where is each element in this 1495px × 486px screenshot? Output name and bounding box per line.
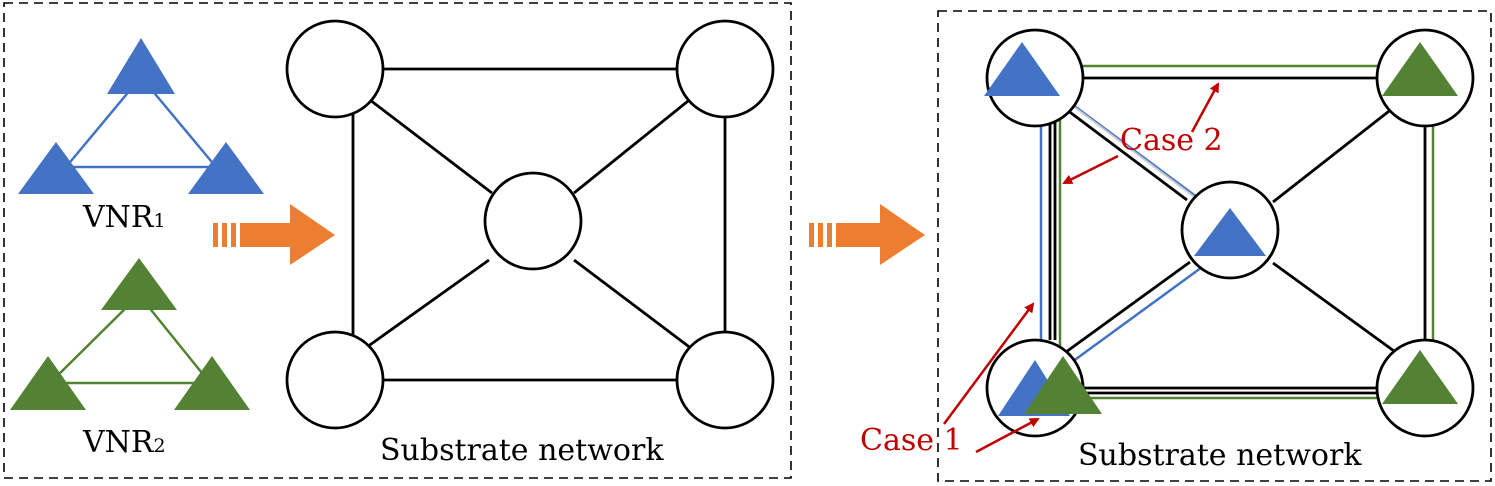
vnr2-node-triangle — [1382, 350, 1458, 404]
vnr2-node-triangle — [174, 356, 250, 410]
substrate-node — [483, 171, 583, 271]
case-arrows — [942, 82, 1220, 454]
vnr2-node-triangle — [1382, 42, 1458, 96]
substrate-node — [675, 19, 775, 119]
orange-mapping-arrow — [213, 204, 335, 265]
right-substrate-network — [1048, 76, 1427, 395]
vnr2-node-triangle — [101, 258, 177, 310]
vnr1-node-triangle — [984, 42, 1060, 96]
vnr1-graph — [18, 38, 264, 194]
case1-label: Case 1 — [860, 423, 963, 458]
vnr2-label: VNR2 — [82, 425, 166, 460]
vnr1-node-triangle — [1194, 208, 1266, 256]
vnr2-graph — [10, 258, 250, 410]
left-substrate-label: Substrate network — [380, 433, 664, 468]
substrate-node — [285, 19, 385, 119]
substrate-node — [675, 330, 775, 430]
left-substrate-nodes — [285, 19, 775, 430]
right-panel-border — [937, 10, 1492, 482]
left-substrate-network — [351, 67, 727, 382]
right-substrate-label: Substrate network — [1078, 438, 1362, 473]
vnr1-label: VNR1 — [82, 200, 166, 235]
substrate-node — [285, 330, 385, 430]
orange-mapping-arrow — [809, 204, 925, 265]
vnr1-node-triangle — [18, 142, 94, 194]
vnr2-node-triangle — [10, 356, 86, 410]
vnr1-node-triangle — [188, 142, 264, 194]
vnr2-node-triangle — [1024, 356, 1102, 414]
vnr1-node-triangle — [107, 38, 175, 94]
left-panel-border — [3, 2, 792, 479]
case2-label: Case 2 — [1120, 123, 1223, 158]
